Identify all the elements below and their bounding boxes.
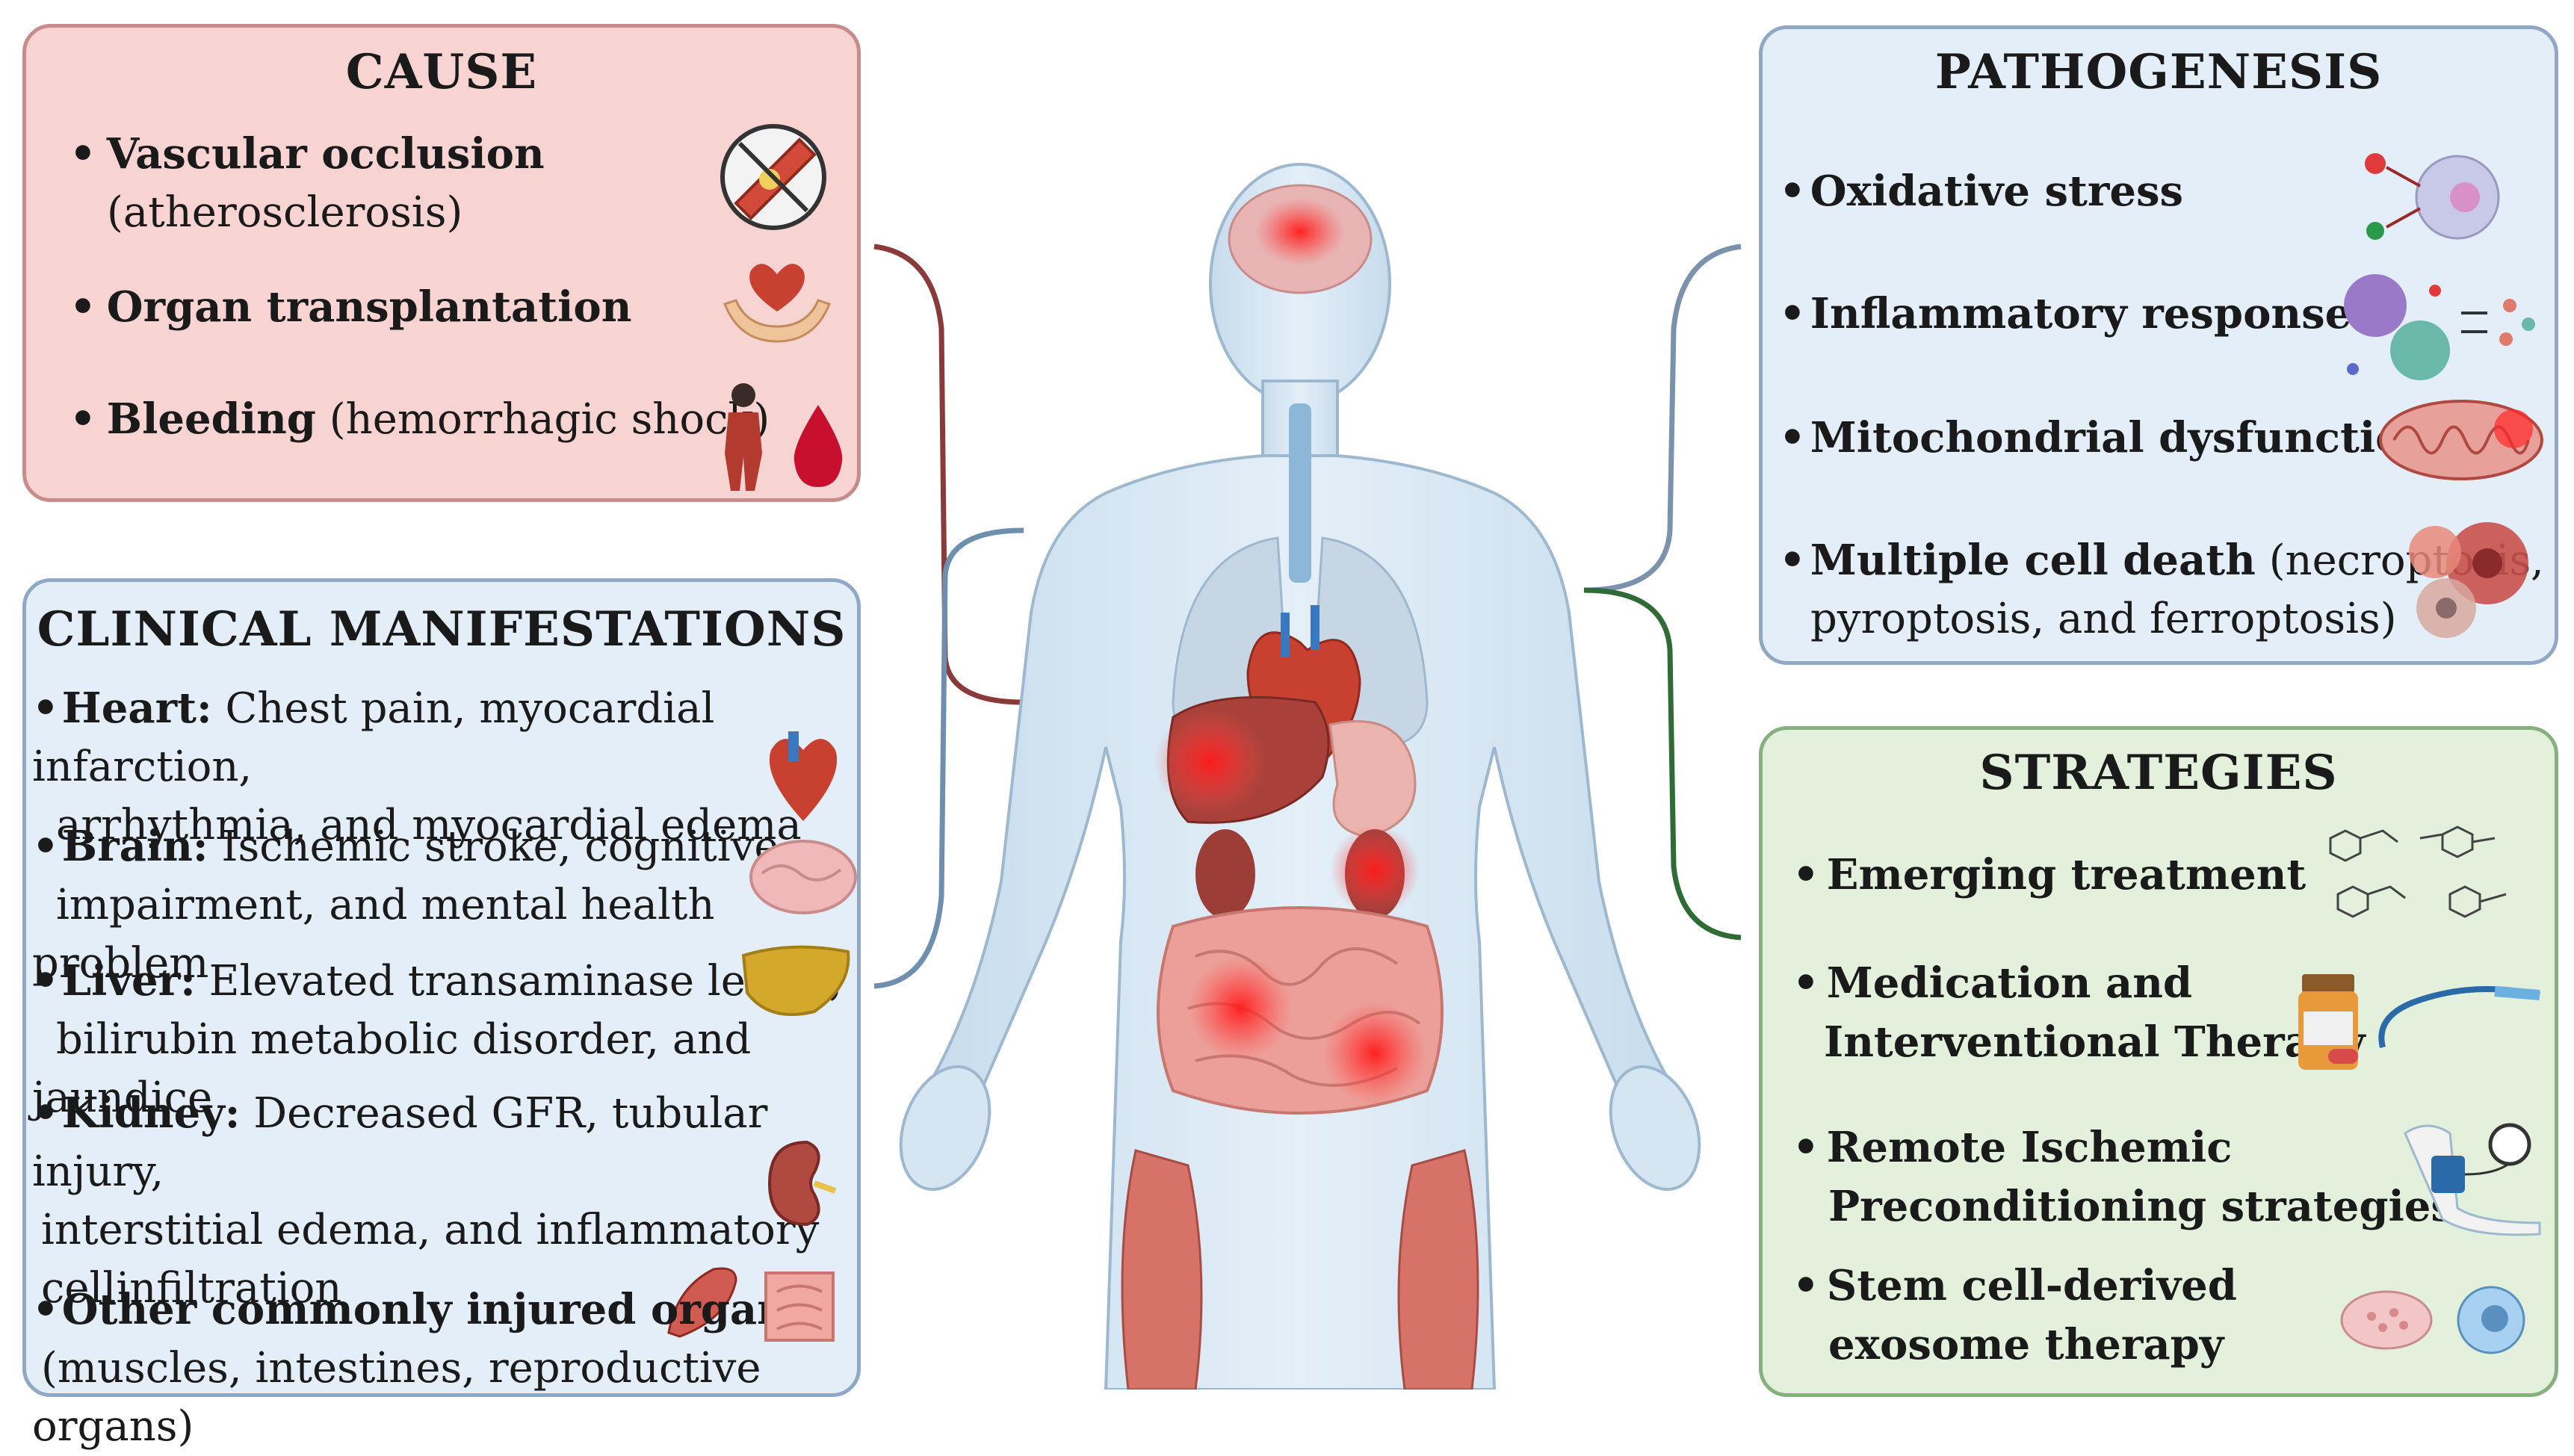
- strat-item-line2: Interventional Therapy: [1824, 1017, 2366, 1067]
- strat-item-ripc: •Remote Ischemic Preconditioning strateg…: [1792, 1123, 2454, 1231]
- clinical-item-line1: Elevated transaminase levels,: [208, 957, 843, 1006]
- cause-item-head: Bleeding: [106, 394, 316, 444]
- blocked-artery-icon: [720, 124, 826, 230]
- clinical-item-liver: •Liver: Elevated transaminase levels, bi…: [32, 956, 843, 1122]
- strat-item-head: Stem cell-derived: [1826, 1261, 2237, 1310]
- clinical-item-line2: bilirubin metabolic disorder, and jaundi…: [32, 1015, 752, 1122]
- clinical-item-other: •Other commonly injured organs: (muscles…: [32, 1285, 827, 1451]
- strat-item-line2: Preconditioning strategies: [1828, 1182, 2454, 1231]
- clinical-item-line2: arrhythmia, and myocardial edema: [56, 801, 802, 849]
- clinical-item-line2: interstitial edema, and inflammatory: [41, 1206, 820, 1254]
- patho-item-head: Oxidative stress: [1810, 167, 2184, 216]
- cause-item-detail: (hemorrhagic shock): [329, 395, 770, 444]
- dying-cells-icon: [2409, 522, 2528, 638]
- clinical-item-head: Brain:: [61, 822, 208, 871]
- blood-pressure-cuff-icon: [2404, 1123, 2541, 1236]
- clinical-item-line1: Ischemic stroke, cognitive: [221, 823, 779, 871]
- patho-item-line2: pyroptosis, and ferroptosis): [1810, 595, 2397, 643]
- kidney-icon: [767, 1140, 837, 1227]
- right-bracket: [1583, 244, 1742, 941]
- patho-item-head: Mitochondrial dysfunction: [1810, 413, 2434, 462]
- clinical-manifestations-panel: CLINICAL MANIFESTATIONS •Heart: Chest pa…: [22, 578, 861, 1451]
- oxidative-cell-icon: [2365, 153, 2500, 240]
- heart-icon: [769, 731, 838, 821]
- patho-item-head: Inflammatory response: [1810, 289, 2352, 338]
- strat-item-head: Emerging treatment: [1826, 850, 2307, 899]
- clinical-item-line1: Chest pain, myocardial infarction,: [32, 684, 715, 791]
- petri-dish-icon: [2340, 1290, 2433, 1350]
- brain-icon: [749, 840, 857, 914]
- liver-icon: [741, 945, 850, 1017]
- mitochondria-icon: [2379, 400, 2543, 480]
- pathogenesis-panel: PATHOGENESIS •Oxidative stress •Inflamma…: [1759, 25, 2558, 665]
- cause-item-transplant: •Organ transplantation: [69, 282, 632, 332]
- clinical-item-line1: Decreased GFR, tubular injury,: [32, 1089, 768, 1196]
- chemical-structures-icon: [2329, 825, 2507, 918]
- clinical-item-head: Heart:: [61, 684, 212, 733]
- strat-item-head: Medication and: [1826, 958, 2193, 1008]
- cause-item-head: Vascular occlusion: [106, 129, 545, 179]
- cause-title: CAUSE: [345, 44, 538, 100]
- clinical-item-kidney: •Kidney: Decreased GFR, tubular injury, …: [32, 1088, 820, 1313]
- clinical-title: CLINICAL MANIFESTATIONS: [37, 601, 847, 657]
- catheter-icon: [2378, 986, 2540, 1048]
- clinical-item-head: Liver:: [61, 956, 196, 1006]
- human-body-figure: [899, 163, 1701, 1390]
- stem-cell-icon: [2457, 1286, 2525, 1354]
- muscle-icon: [667, 1267, 737, 1338]
- patho-item-inflammatory: •Inflammatory response: [1779, 289, 2352, 338]
- clinical-item-heart: •Heart: Chest pain, myocardial infarctio…: [32, 684, 802, 849]
- strategies-title: STRATEGIES: [1979, 745, 2338, 801]
- medication-bottle-icon: [2298, 974, 2358, 1070]
- pathogenesis-title: PATHOGENESIS: [1934, 44, 2383, 100]
- clinical-item-head: Kidney:: [61, 1088, 241, 1138]
- strat-item-medication: •Medication and Interventional Therapy: [1792, 958, 2366, 1067]
- left-bracket: [873, 244, 1024, 989]
- patho-item-oxidative: •Oxidative stress: [1779, 167, 2184, 216]
- strat-item-emerging: •Emerging treatment: [1792, 850, 2307, 899]
- cause-item-head: Organ transplantation: [106, 282, 632, 332]
- cause-item-vascular: •Vascular occlusion (atherosclerosis): [69, 129, 545, 237]
- intestine-icon: [764, 1271, 835, 1342]
- blood-drop-icon: [793, 405, 843, 487]
- cause-panel: CAUSE •Vascular occlusion (atheroscleros…: [22, 24, 861, 502]
- clinical-item-line3: cellinfiltration: [41, 1264, 342, 1313]
- heart-in-hands-icon: [723, 264, 831, 343]
- strat-item-exosome: •Stem cell-derived exosome therapy: [1792, 1261, 2237, 1369]
- strat-item-line2: exosome therapy: [1828, 1320, 2224, 1369]
- injured-person-icon: [725, 383, 762, 491]
- inflammatory-cells-icon: [2344, 274, 2535, 380]
- strat-item-head: Remote Ischemic: [1826, 1123, 2233, 1172]
- clinical-item-line2: impairment, and mental health problem: [32, 881, 715, 988]
- cause-item-bleeding: •Bleeding (hemorrhagic shock): [69, 394, 770, 444]
- patho-item-cell-death: •Multiple cell death (necroptosis, pyrop…: [1779, 536, 2544, 643]
- cause-item-detail: (atherosclerosis): [107, 188, 463, 237]
- clinical-item-line1: (muscles, intestines, reproductive organ…: [32, 1344, 761, 1451]
- clinical-item-brain: •Brain: Ischemic stroke, cognitive impai…: [32, 822, 779, 988]
- patho-item-head: Multiple cell death: [1810, 536, 2256, 585]
- patho-item-mitochondrial: •Mitochondrial dysfunction: [1779, 413, 2434, 462]
- clinical-item-head: Other commonly injured organs:: [61, 1285, 827, 1334]
- strategies-panel: STRATEGIES •Emerging treatment •Medicati…: [1759, 726, 2558, 1397]
